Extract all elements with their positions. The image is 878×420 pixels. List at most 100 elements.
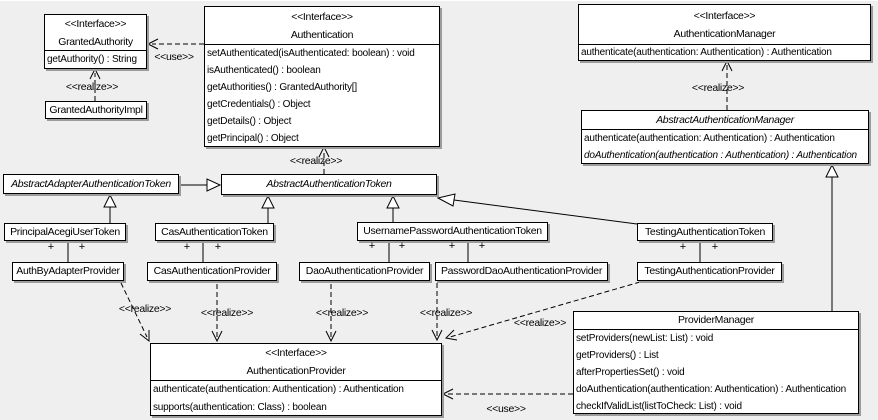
method-row: setAuthenticated(isAuthenticated: boolea… bbox=[207, 48, 415, 59]
hollow-triangle-icon bbox=[261, 194, 275, 209]
methods-compartment: setProviders(newList: List) : void getPr… bbox=[574, 329, 858, 413]
class-title: AbstractAuthenticationManager bbox=[582, 111, 868, 129]
realize-edge-testingauthenticationprovider bbox=[449, 281, 641, 338]
class-name: AuthenticationProvider bbox=[246, 365, 346, 377]
realize-label: <<realize>> bbox=[315, 307, 369, 319]
plus-label: + bbox=[214, 241, 222, 253]
class-abstract-authentication-token: AbstractAuthenticationToken bbox=[221, 174, 437, 195]
method-row: authenticate(authentication: Authenticat… bbox=[584, 133, 835, 144]
method-row: checkIfValidList(listToCheck: List) : vo… bbox=[576, 401, 742, 412]
class-title: PasswordDaoAuthenticationProvider bbox=[436, 263, 607, 280]
class-name: AbstractAuthenticationManager bbox=[656, 114, 794, 126]
class-title: TestingAuthenticationProvider bbox=[638, 263, 781, 280]
methods-compartment: setAuthenticated(isAuthenticated: boolea… bbox=[205, 44, 439, 146]
open-arrowhead-icon bbox=[721, 59, 733, 72]
class-title: TestingAuthenticationToken bbox=[638, 224, 772, 240]
class-title: <<Interface>> AuthenticationManager bbox=[579, 5, 870, 44]
open-arrowhead-icon bbox=[139, 330, 150, 343]
class-testing-authentication-token: TestingAuthenticationToken bbox=[637, 223, 773, 241]
class-name: ProviderManager bbox=[677, 314, 755, 326]
class-password-dao-authentication-provider: PasswordDaoAuthenticationProvider bbox=[435, 262, 608, 281]
plus-label: + bbox=[478, 240, 486, 252]
class-name: PrincipalAcegiUserToken bbox=[10, 226, 120, 238]
plus-label: + bbox=[679, 241, 687, 253]
class-cas-authentication-token: CasAuthenticationToken bbox=[155, 223, 274, 241]
plus-label: + bbox=[183, 241, 191, 253]
class-name: Authentication bbox=[290, 28, 354, 41]
hollow-triangle-icon bbox=[206, 178, 222, 192]
open-arrowhead-icon bbox=[325, 330, 337, 343]
stereotype: <<Interface>> bbox=[64, 17, 127, 30]
class-name: GrantedAuthority bbox=[58, 35, 133, 48]
use-label: <<use>> bbox=[486, 403, 526, 415]
open-arrowhead-icon bbox=[444, 329, 458, 341]
method-row: getDetails() : Object bbox=[207, 116, 292, 127]
open-arrowhead-icon bbox=[431, 329, 443, 342]
method-row: doAuthentication(authentication: Authent… bbox=[576, 384, 846, 395]
methods-compartment: authenticate(authentication: Authenticat… bbox=[151, 380, 441, 415]
open-arrowhead-icon bbox=[318, 145, 330, 158]
realize-label: <<realize>> bbox=[513, 317, 567, 329]
class-name: AuthByAdapterProvider bbox=[16, 265, 120, 277]
class-title: CasAuthenticationToken bbox=[156, 224, 273, 240]
class-testing-authentication-provider: TestingAuthenticationProvider bbox=[637, 262, 782, 281]
class-name: GrantedAuthorityImpl bbox=[49, 104, 143, 116]
method-row: getAuthority() : String bbox=[47, 54, 137, 65]
class-title: DaoAuthenticationProvider bbox=[300, 263, 429, 280]
use-label: <<use>> bbox=[154, 51, 194, 63]
method-row: afterPropertiesSet() : void bbox=[576, 367, 685, 378]
method-row: getAuthorities() : GrantedAuthority[] bbox=[207, 82, 357, 93]
class-auth-by-adapter-provider: AuthByAdapterProvider bbox=[12, 262, 124, 281]
class-name: AbstractAuthenticationToken bbox=[266, 178, 392, 190]
class-title: AuthByAdapterProvider bbox=[13, 263, 123, 280]
class-authentication: <<Interface>> Authentication setAuthenti… bbox=[204, 6, 440, 147]
method-row: getPrincipal() : Object bbox=[207, 133, 299, 144]
open-arrowhead-icon bbox=[211, 330, 223, 343]
class-name: CasAuthenticationToken bbox=[161, 226, 268, 238]
realize-label: <<realize>> bbox=[691, 82, 745, 94]
method-row: supports(authentication: Class) : boolea… bbox=[153, 402, 327, 413]
plus-label: + bbox=[47, 241, 55, 253]
realize-edge-authbyadapterprovider bbox=[120, 282, 148, 338]
plus-label: + bbox=[448, 240, 456, 252]
realize-label: <<realize>> bbox=[200, 307, 254, 319]
hollow-triangle-icon bbox=[436, 193, 456, 207]
class-title: AbstractAdapterAuthenticationToken bbox=[4, 175, 178, 193]
realize-label: <<realize>> bbox=[118, 303, 172, 315]
class-name: AuthenticationManager bbox=[673, 27, 776, 40]
realize-label: <<realize>> bbox=[65, 81, 119, 93]
class-username-password-authentication-token: UsernamePasswordAuthenticationToken bbox=[357, 222, 548, 241]
method-row: setProviders(newList: List) : void bbox=[576, 333, 714, 344]
realize-label: <<realize>> bbox=[289, 155, 343, 167]
generalization-edge-testingauthenticationtoken bbox=[453, 199, 638, 225]
open-arrowhead-icon bbox=[89, 67, 101, 80]
open-arrowhead-icon bbox=[146, 38, 159, 50]
class-title: ProviderManager bbox=[574, 312, 858, 329]
method-row: doAuthentication(authentication : Authen… bbox=[584, 150, 857, 161]
class-granted-authority-impl: GrantedAuthorityImpl bbox=[45, 101, 147, 119]
class-title: AbstractAuthenticationToken bbox=[222, 175, 436, 194]
class-abstract-authentication-manager: AbstractAuthenticationManager authentica… bbox=[581, 110, 869, 164]
methods-compartment: authenticate(authentication: Authenticat… bbox=[579, 44, 870, 60]
class-authentication-provider: <<Interface>> AuthenticationProvider aut… bbox=[150, 343, 442, 416]
methods-compartment: authenticate(authentication: Authenticat… bbox=[582, 129, 868, 163]
hollow-triangle-icon bbox=[825, 163, 839, 178]
class-name: PasswordDaoAuthenticationProvider bbox=[440, 265, 603, 277]
class-title: <<Interface>> AuthenticationProvider bbox=[151, 344, 441, 380]
class-name: DaoAuthenticationProvider bbox=[305, 265, 424, 277]
class-abstract-adapter-authentication-token: AbstractAdapterAuthenticationToken bbox=[3, 174, 179, 194]
class-granted-authority: <<Interface>> GrantedAuthority getAuthor… bbox=[44, 14, 147, 69]
class-name: TestingAuthenticationProvider bbox=[644, 265, 775, 277]
class-name: CasAuthenticationProvider bbox=[153, 265, 271, 277]
realize-label: <<realize>> bbox=[419, 307, 473, 319]
class-name: UsernamePasswordAuthenticationToken bbox=[363, 225, 542, 237]
plus-label: + bbox=[368, 240, 376, 252]
stereotype: <<Interface>> bbox=[291, 10, 353, 23]
method-row: authenticate(authentication: Authenticat… bbox=[581, 47, 832, 58]
method-row: getCredentials() : Object bbox=[207, 99, 311, 110]
class-title: <<Interface>> Authentication bbox=[205, 7, 439, 44]
plus-label: + bbox=[78, 241, 86, 253]
stereotype: <<Interface>> bbox=[693, 9, 756, 22]
